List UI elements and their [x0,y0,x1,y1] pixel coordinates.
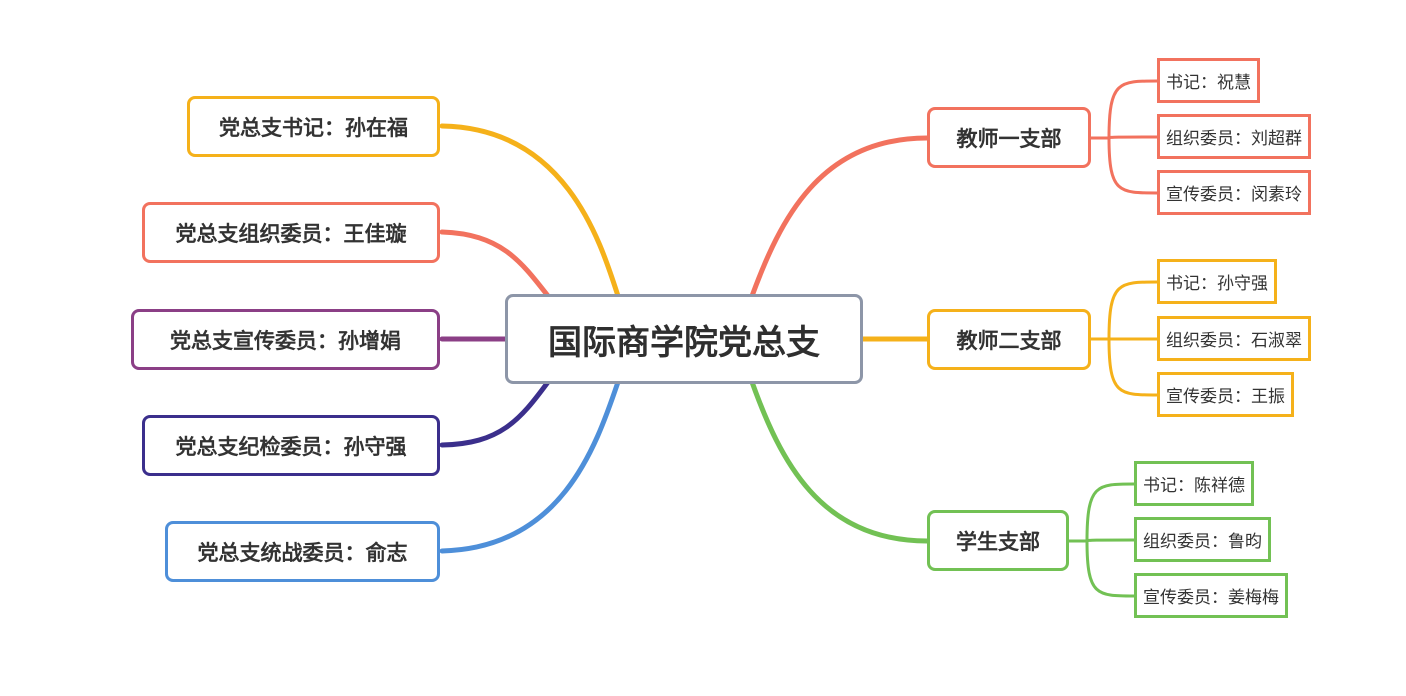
left-member-secretary[interactable]: 党总支书记：孙在福 [187,96,440,157]
leaf-student-secretary[interactable]: 书记：陈祥德 [1134,461,1254,506]
leaf-teacher2-propaganda[interactable]: 宣传委员：王振 [1157,372,1294,417]
connector-leaf-2-1 [1085,538,1136,543]
left-member-organization[interactable]: 党总支组织委员：王佳璇 [142,202,440,263]
left-member-propaganda[interactable]: 党总支宣传委员：孙增娟 [131,309,440,370]
connector-branch-2 [749,379,930,544]
leaf-teacher1-organization[interactable]: 组织委员：刘超群 [1157,114,1311,159]
leaf-student-organization[interactable]: 组织委员：鲁昀 [1134,517,1271,562]
connector-left-0 [439,123,621,299]
connector-leaf-1-2 [1107,337,1159,397]
left-member-united-front[interactable]: 党总支统战委员：俞志 [165,521,440,582]
connector-leaf-0-0 [1107,79,1159,140]
leaf-student-propaganda[interactable]: 宣传委员：姜梅梅 [1134,573,1288,618]
connector-leaf-2-2 [1085,539,1136,598]
leaf-teacher1-propaganda[interactable]: 宣传委员：闵素玲 [1157,170,1311,215]
connector-left-1 [439,229,551,299]
connector-left-4 [439,379,621,554]
connector-leaf-0-1 [1107,135,1159,140]
leaf-teacher2-organization[interactable]: 组织委员：石淑翠 [1157,316,1311,361]
left-member-discipline[interactable]: 党总支纪检委员：孙守强 [142,415,440,476]
root-node[interactable]: 国际商学院党总支 [505,294,863,384]
branch-teacher-1[interactable]: 教师一支部 [927,107,1091,168]
branch-teacher-2[interactable]: 教师二支部 [927,309,1091,370]
leaf-teacher2-secretary[interactable]: 书记：孙守强 [1157,259,1277,304]
connector-left-3 [439,379,551,448]
leaf-teacher1-secretary[interactable]: 书记：祝慧 [1157,58,1260,103]
connector-leaf-1-0 [1107,280,1159,341]
branch-student[interactable]: 学生支部 [927,510,1069,571]
connector-branch-0 [749,135,930,299]
connector-leaf-2-0 [1085,482,1136,543]
connector-leaf-0-2 [1107,136,1159,195]
